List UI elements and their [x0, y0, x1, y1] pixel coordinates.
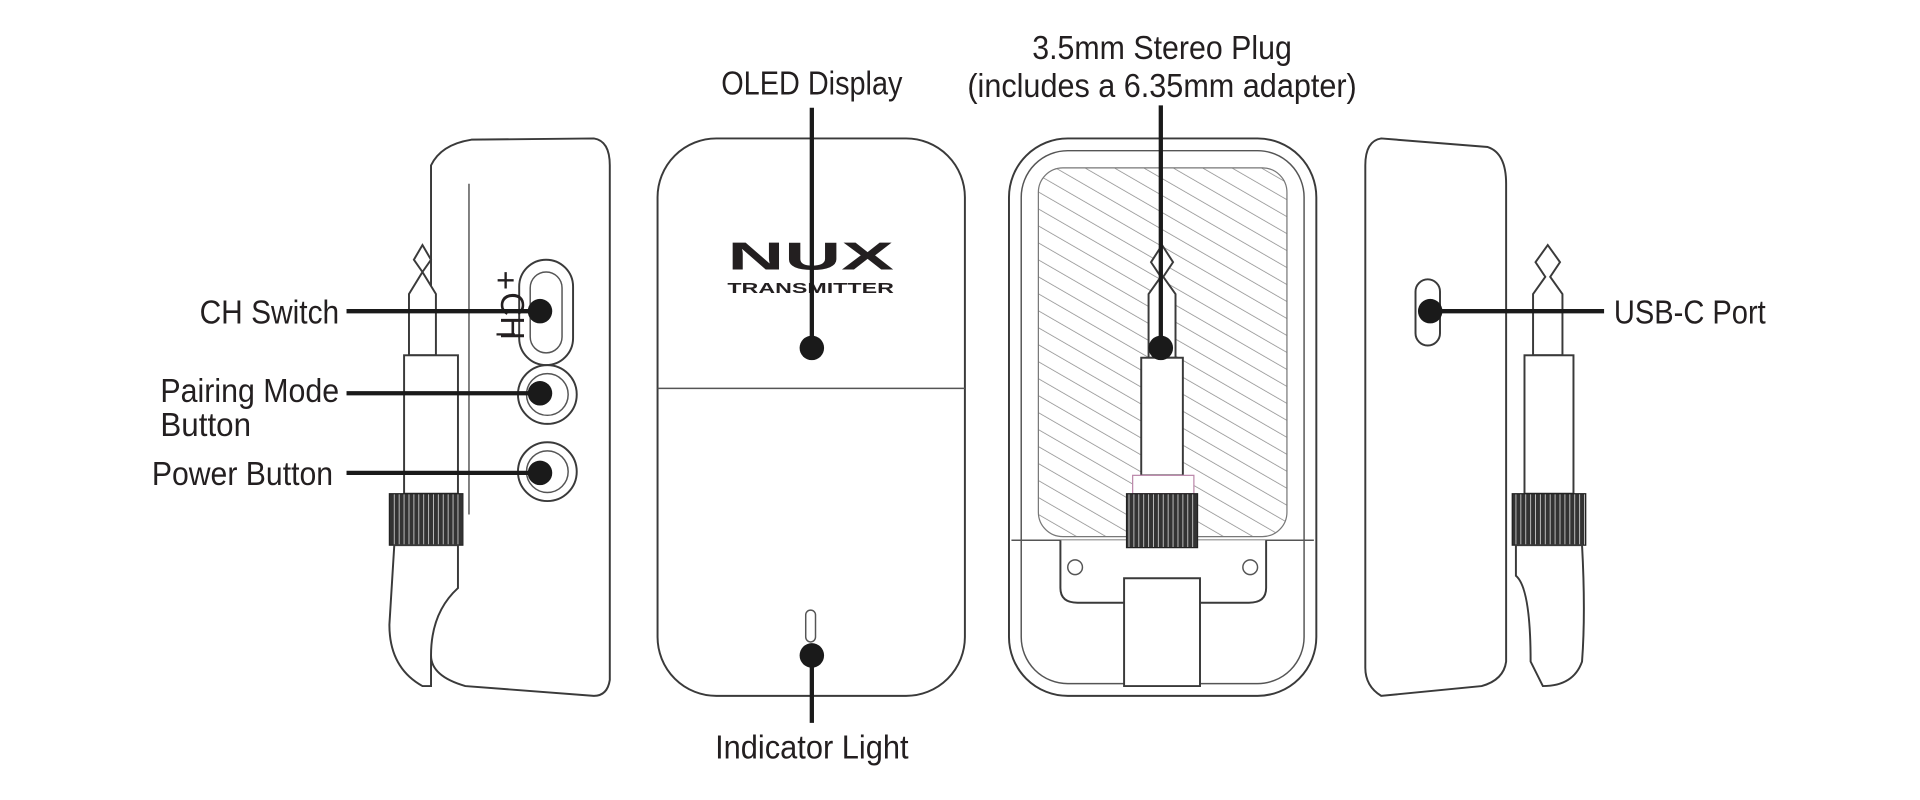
knurled-nut: [388, 493, 464, 546]
label-stereo-plug-line1: 3.5mm Stereo Plug: [1032, 30, 1292, 67]
label-power-button: Power Button: [152, 456, 333, 493]
label-stereo-plug-line2: (includes a 6.35mm adapter): [967, 68, 1356, 105]
ch-minus-mark: –: [497, 314, 516, 351]
label-pairing-mode-line2: Button: [160, 407, 251, 444]
label-indicator-light: Indicator Light: [715, 729, 908, 766]
label-ch-switch: CH Switch: [200, 294, 340, 331]
label-pairing-mode-line1: Pairing Mode: [160, 373, 339, 410]
right-side-view: [1364, 137, 1587, 697]
label-usb-c-port: USB-C Port: [1614, 294, 1766, 331]
label-oled-display: OLED Display: [721, 65, 903, 102]
ch-mark: CH: [493, 292, 530, 340]
indicator-light: [804, 609, 817, 643]
left-side-view: + CH –: [388, 137, 611, 697]
knurled-nut: [1511, 493, 1587, 546]
knurled-nut: [1125, 493, 1199, 549]
ch-plus-mark: +: [496, 263, 515, 300]
callouts: [346, 105, 1605, 723]
